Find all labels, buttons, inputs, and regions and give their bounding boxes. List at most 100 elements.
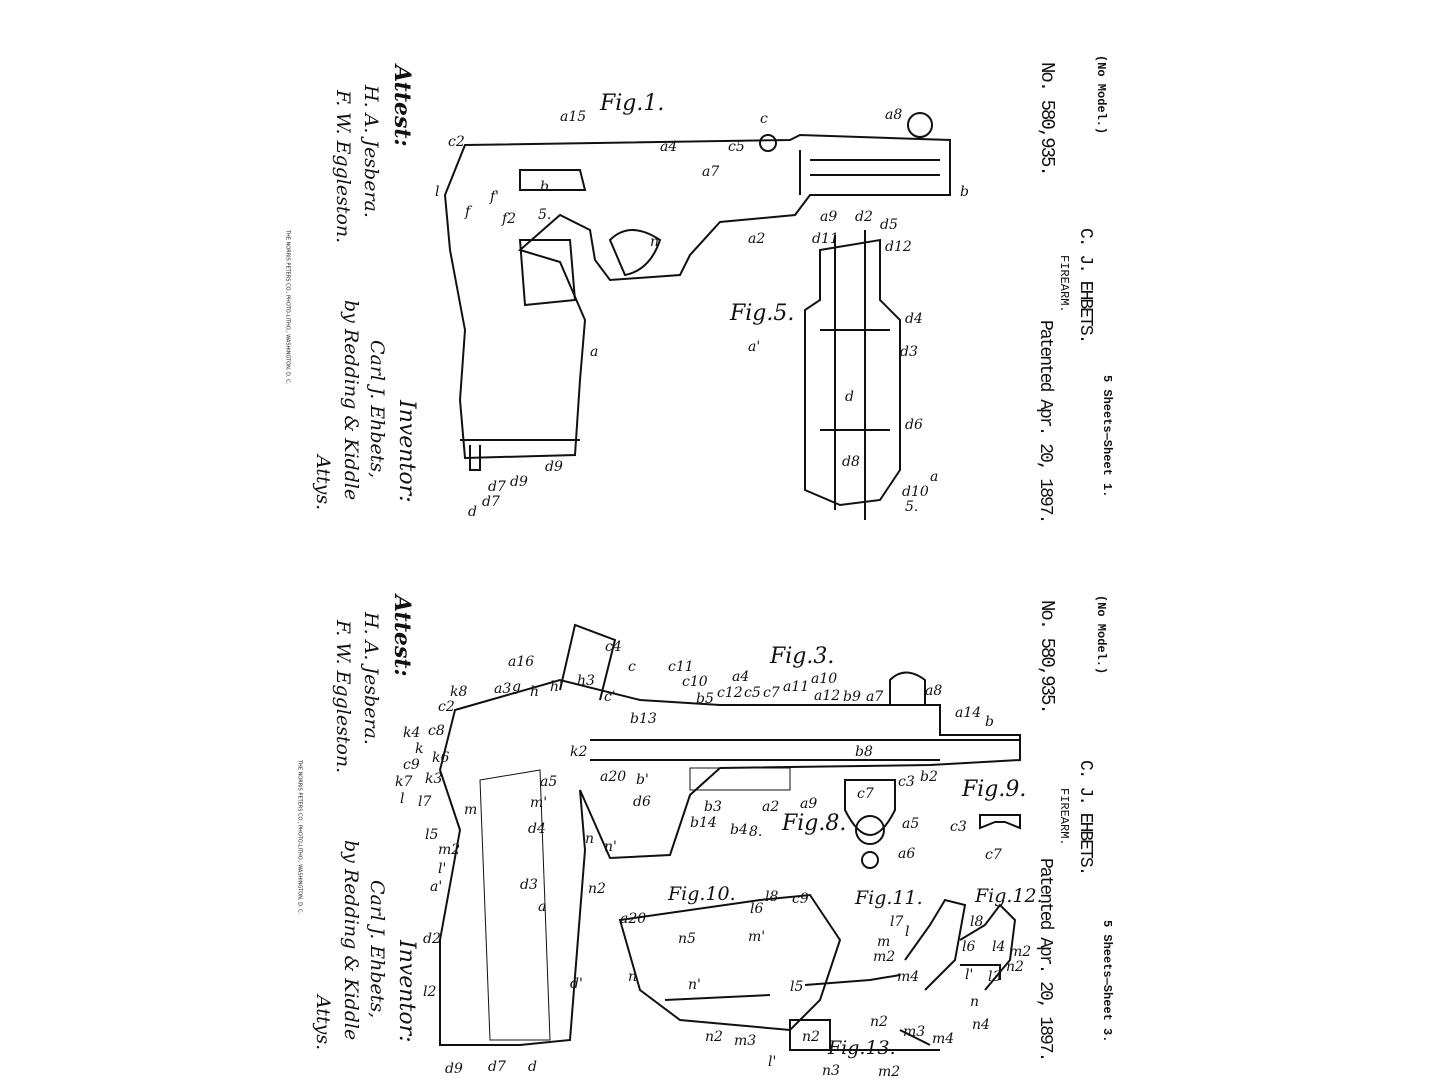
reference-letter: c9 (403, 757, 420, 773)
inventor-signature: Carl J. Ehbets, (365, 880, 388, 1019)
figure-caption: Fig.5. (730, 301, 795, 326)
inventor-name: C. J. EHBETS. (1074, 760, 1095, 875)
reference-letter: c7 (763, 685, 780, 701)
reference-letter: k3 (425, 771, 443, 787)
reference-letter: c10 (682, 674, 708, 690)
reference-letter: k2 (570, 744, 588, 760)
reference-letter: d6 (905, 417, 923, 433)
invention-title: FIREARM. (1057, 255, 1072, 313)
reference-letter: n (970, 994, 980, 1010)
reference-letter: a4 (660, 139, 678, 155)
reference-letter: a (930, 469, 939, 485)
attest-label: Attest: (389, 65, 416, 147)
fig5-magazine-drawing (804, 230, 901, 520)
reference-letter: m (464, 802, 478, 818)
fig3-pistol-section-drawing (438, 623, 1021, 1046)
reference-letter: l4 (992, 939, 1006, 955)
reference-letter: b4 (730, 822, 748, 838)
reference-letter: h' (550, 679, 563, 695)
patent-date: Patented Apr. 20, 1897. (1034, 858, 1055, 1061)
reference-letter: k7 (395, 774, 413, 790)
reference-letter: d (468, 504, 477, 520)
reference-letter: l6 (962, 939, 976, 955)
sheet-count: 5 Sheets—Sheet 3. (1100, 920, 1115, 1043)
reference-letter: a15 (560, 109, 587, 125)
reference-letter: a8 (925, 683, 943, 699)
reference-letter: a10 (811, 671, 838, 687)
reference-letter: f' (490, 189, 500, 205)
reference-letter: n2 (802, 1029, 820, 1045)
sheet-count: 5 Sheets—Sheet 1. (1100, 375, 1115, 498)
reference-letter: c' (604, 689, 616, 705)
reference-letter: a9 (820, 209, 838, 225)
fig8-drawing (844, 779, 896, 869)
reference-letter: h (530, 684, 540, 700)
reference-letter: l5 (425, 827, 439, 843)
reference-letter: b13 (630, 711, 657, 727)
reference-letter: n (585, 831, 595, 847)
witness-signature-1: H. A. Jesbera. (359, 85, 382, 218)
reference-letter: n4 (972, 1017, 990, 1033)
reference-letter: d5 (880, 217, 898, 233)
no-model-note: (No Model.) (1094, 595, 1109, 675)
reference-letter: a' (748, 339, 761, 355)
fig9-drawing (979, 814, 1021, 830)
reference-letter: d10 (902, 484, 929, 500)
reference-letter: c5 (728, 139, 745, 155)
reference-letter: b9 (843, 689, 861, 705)
reference-letter: d3 (520, 877, 538, 893)
reference-letter: a16 (508, 654, 535, 670)
witness-signature-2: F. W. Eggleston. (331, 620, 354, 774)
figure-caption: Fig.10. (668, 883, 736, 905)
fig11-drawing (804, 898, 967, 991)
reference-letter: l (435, 184, 440, 200)
reference-letter: a2 (748, 231, 766, 247)
inventor-label: Inventor: (394, 400, 420, 503)
reference-letter: a9 (800, 796, 818, 812)
reference-letter: n2 (1006, 959, 1024, 975)
witness-signature-1: H. A. Jesbera. (359, 612, 382, 745)
reference-letter: c (628, 659, 636, 675)
reference-letter: c8 (428, 723, 445, 739)
reference-letter: m' (748, 929, 766, 945)
reference-letter: c12 (717, 685, 743, 701)
reference-letter: k6 (432, 750, 450, 766)
reference-letter: a7 (702, 164, 720, 180)
reference-letter: a (590, 344, 599, 360)
reference-letter: m2 (1009, 944, 1032, 960)
figure-caption: Fig.9. (962, 777, 1027, 802)
printer-credit: THE NORRIS PETERS CO., PHOTO-LITHO., WAS… (296, 760, 303, 915)
attorneys-label: Attys. (311, 995, 334, 1051)
reference-letter: d9 (510, 474, 528, 490)
reference-letter: d' (570, 976, 583, 992)
reference-letter: b (985, 714, 994, 730)
reference-letter: a2 (762, 799, 780, 815)
reference-letter: d2 (423, 931, 441, 947)
reference-letter: d12 (885, 239, 912, 255)
inventor-label: Inventor: (394, 940, 420, 1043)
reference-letter: 8. (749, 824, 763, 840)
reference-letter: b' (636, 772, 649, 788)
attest-label: Attest: (389, 595, 416, 677)
reference-letter: c2 (438, 699, 455, 715)
reference-letter: a (538, 899, 547, 915)
reference-letter: n5 (678, 931, 696, 947)
reference-letter: k8 (450, 684, 468, 700)
reference-letter: l (400, 791, 405, 807)
reference-letter: c3 (898, 774, 915, 790)
figure-caption: Fig.1. (600, 91, 665, 116)
reference-letter: n2 (588, 881, 606, 897)
reference-letter: b5 (696, 691, 714, 707)
reference-letter: 5. (538, 207, 552, 223)
reference-letter: m2 (878, 1064, 901, 1080)
fig1-pistol-drawing (443, 112, 951, 471)
reference-letter: 5. (905, 499, 919, 515)
reference-letter: n3 (822, 1063, 840, 1079)
reference-letter: n (650, 234, 660, 250)
reference-letter: d4 (905, 311, 923, 327)
reference-letter: c9 (792, 891, 809, 907)
reference-letter: a5 (540, 774, 558, 790)
inventor-name: C. J. EHBETS. (1074, 228, 1095, 343)
figure-caption: Fig.3. (770, 644, 835, 669)
